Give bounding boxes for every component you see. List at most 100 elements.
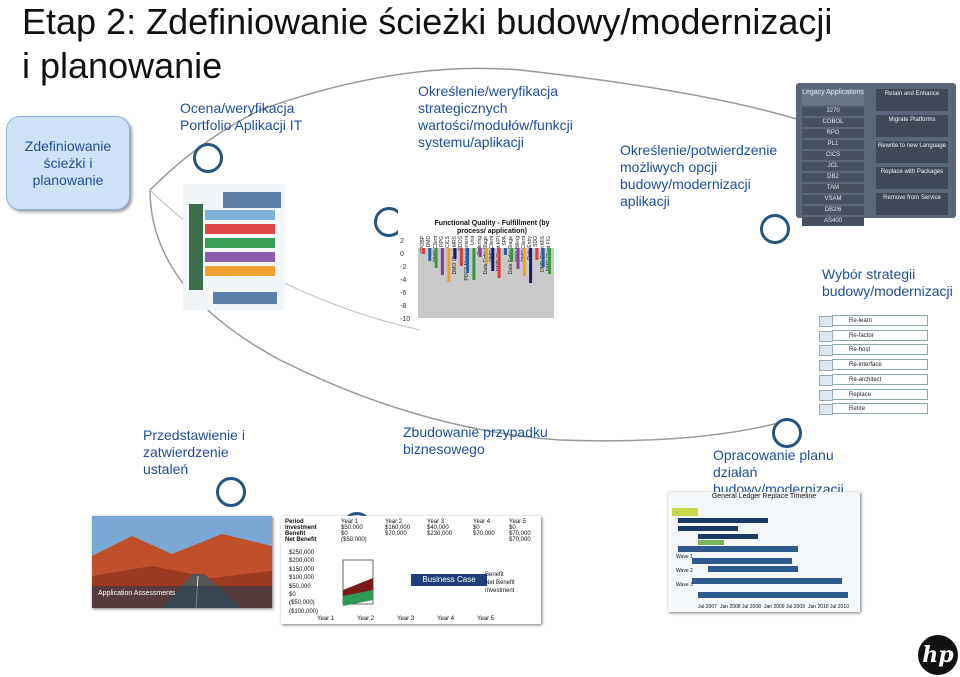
business-case-y-tick: $100,000 xyxy=(289,575,315,582)
legacy-language: COBOL xyxy=(802,118,864,127)
step-marker xyxy=(216,477,246,507)
business-case-cell: Year 1 xyxy=(341,519,359,525)
legacy-language: TAM xyxy=(802,184,864,193)
business-case-cell: Benefit xyxy=(285,531,306,537)
strategy-item: Re-interface xyxy=(819,359,928,372)
chart-bar xyxy=(434,248,438,268)
business-case-cell: Period xyxy=(285,519,304,525)
landscape-photo: Application Assessments xyxy=(92,516,272,608)
business-case-legend-item: Investment xyxy=(485,588,515,594)
legacy-language: CICS xyxy=(802,151,864,160)
legacy-action: Migrate Platforms xyxy=(876,115,948,137)
business-case-cell: $230,000 xyxy=(427,531,453,537)
business-case-cell: $70,000 xyxy=(473,531,495,537)
business-case-legend-item: Net Benefit xyxy=(485,580,515,586)
business-case-x-tick: Year 3 xyxy=(397,616,415,622)
step-values: Określenie/weryfikacja strategicznych wa… xyxy=(418,83,573,150)
strategy-item: Replace xyxy=(819,388,928,401)
chart-bar xyxy=(548,248,551,274)
business-case-cell: Investment xyxy=(285,525,317,531)
timeline-title: General Ledger Replace Timeline xyxy=(711,493,817,500)
business-case-x-tick: Year 2 xyxy=(357,616,375,622)
step-portfolio: Ocena/weryfikacja Portfolio Aplikacji IT xyxy=(180,100,303,133)
chart-bar xyxy=(453,248,457,259)
strategy-item: Re-architect xyxy=(819,373,928,386)
timeline-row-label: Wave 3 xyxy=(676,582,693,588)
page-title: Etap 2: Zdefiniowanie ścieżki budowy/mod… xyxy=(22,1,833,86)
legacy-action: Rewrite to new Language xyxy=(876,141,948,163)
business-case-y-tick: $0 xyxy=(289,592,296,598)
chart-y-tick: 0 xyxy=(400,251,404,258)
legacy-action: Remove from Service xyxy=(876,193,948,215)
chart-title: Functional Quality - Fulfillment (by pro… xyxy=(434,220,550,235)
legacy-language: DB2 xyxy=(802,173,864,182)
business-case-y-tick: ($50,000) xyxy=(289,600,315,607)
business-case-cell: Year 3 xyxy=(427,519,445,525)
step-strategy: Wybór strategii budowy/modernizacji xyxy=(822,266,953,299)
strategy-item: Re-host xyxy=(819,344,928,357)
photo-caption: Application Assessments xyxy=(98,590,176,597)
chart-bar xyxy=(485,248,488,264)
step-action-plan: Opracowanie planu działań budowy/moderni… xyxy=(713,447,844,497)
legacy-header: Legacy Applications xyxy=(802,89,864,105)
start-box: Zdefiniowanie ścieżki i planowanie xyxy=(6,116,130,210)
timeline-year: Jul 2007 xyxy=(698,604,717,610)
timeline-row-label: Wave 1 xyxy=(676,554,693,560)
timeline-year: Jan 2010 xyxy=(808,604,829,610)
business-case-cell: $70,000 xyxy=(509,531,531,537)
business-case-y-tick: $150,000 xyxy=(289,566,315,573)
business-case-cell: ($50,000) xyxy=(341,537,367,543)
business-case-cell: Year 2 xyxy=(385,519,403,525)
chart-y-tick: -4 xyxy=(400,277,407,284)
business-case-cell: $40,000 xyxy=(427,525,449,531)
business-case-legend-item: Benefit xyxy=(485,572,504,578)
legacy-language: VSAM xyxy=(802,195,864,204)
chart-bar xyxy=(529,248,533,283)
timeline-year: Jan 2009 xyxy=(764,604,785,610)
timeline-doc: General Ledger Replace Timeline Wave 1 Wa… xyxy=(668,492,860,612)
strategy-item: Retire xyxy=(819,403,928,416)
business-case-x-tick: Year 1 xyxy=(317,616,335,622)
chart-bar xyxy=(510,248,514,262)
chart-bar xyxy=(491,248,495,271)
chart-y-tick: -8 xyxy=(400,303,407,310)
business-case-banner: Business Case xyxy=(411,574,487,586)
legacy-language: PL1 xyxy=(802,140,864,149)
chart-y-tick: 2 xyxy=(400,238,404,245)
chart-bar xyxy=(466,248,470,273)
business-case-cell: $70,000 xyxy=(385,531,407,537)
strategy-item: Re-factor xyxy=(819,329,928,342)
business-case-chart xyxy=(342,559,374,606)
chart-bar xyxy=(447,248,451,282)
business-case-y-tick: $50,000 xyxy=(289,583,311,590)
timeline-year: Jul 2010 xyxy=(830,604,849,610)
step-approval: Przedstawienie i zatwierdzenie ustaleń xyxy=(143,427,245,477)
business-case-cell: $50,000 xyxy=(341,525,363,531)
business-case-cell: Net Benefit xyxy=(285,537,317,543)
step-business-case: Zbudowanie przypadku biznesowego xyxy=(403,424,548,457)
business-case-y-tick: ($100,000) xyxy=(289,608,319,615)
chart-bar xyxy=(459,248,463,266)
chart-bar xyxy=(478,248,482,257)
business-case-x-tick: Year 4 xyxy=(437,616,455,622)
chart-bar xyxy=(497,248,501,278)
business-case-y-tick: $250,000 xyxy=(289,550,315,556)
chart-y-tick: -10 xyxy=(400,316,411,323)
portfolio-stack-image xyxy=(183,184,285,310)
business-case-cell: $0 xyxy=(341,531,348,537)
business-case-cell: Year 4 xyxy=(473,519,491,525)
legacy-action: Replace with Packages xyxy=(876,167,948,189)
chart-y-tick: -6 xyxy=(400,290,407,297)
legacy-language: JCL xyxy=(802,162,864,171)
business-case-cell: $0 xyxy=(509,525,516,531)
chart-bar xyxy=(503,248,507,255)
timeline-year: Jul 2009 xyxy=(786,604,805,610)
chart-bar xyxy=(472,248,476,280)
chart-bar xyxy=(522,248,526,276)
functional-quality-chart: Functional Quality - Fulfillment (by pro… xyxy=(398,210,556,323)
business-case-cell: $160,000 xyxy=(385,525,411,531)
legacy-language: RPG xyxy=(802,129,864,138)
timeline-year: Jul 2008 xyxy=(742,604,761,610)
